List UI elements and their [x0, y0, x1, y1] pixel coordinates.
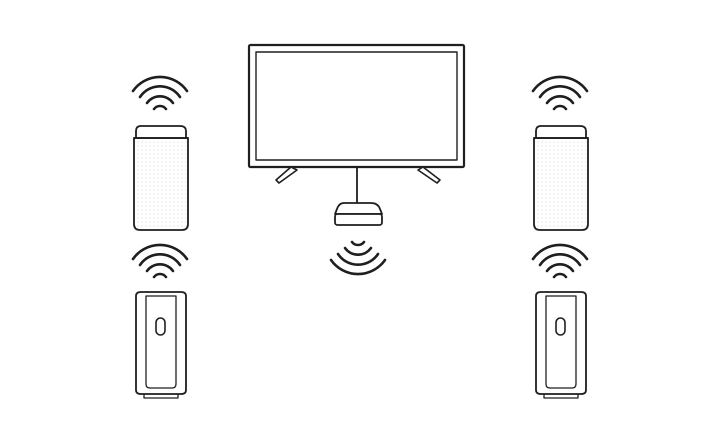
speaker-rear-port	[155, 317, 166, 336]
speaker-body	[133, 137, 189, 231]
speaker-rear-panel	[145, 295, 177, 389]
wireless-signal-icon	[329, 240, 387, 276]
speaker-rear-panel	[545, 295, 577, 389]
speaker-rear-feet	[543, 393, 579, 399]
wireless-signal-icon	[131, 75, 189, 111]
tv-icon	[247, 43, 466, 204]
speaker-rear-feet	[143, 393, 179, 399]
speaker-rear-icon	[535, 291, 587, 399]
hub-body	[334, 213, 383, 226]
speaker-body	[533, 137, 589, 231]
hub-top	[334, 202, 383, 215]
tv-stand-right	[417, 166, 441, 184]
speaker-top-cap	[535, 125, 587, 139]
tv-stand-left	[275, 166, 298, 184]
tv-screen	[255, 51, 458, 161]
wireless-signal-icon	[531, 75, 589, 111]
wireless-hub-icon	[334, 202, 383, 226]
speaker-front-icon	[133, 125, 189, 231]
speaker-rear-port	[555, 317, 566, 336]
speaker-top-cap	[135, 125, 187, 139]
wireless-signal-icon	[531, 243, 589, 279]
speaker-rear-icon	[135, 291, 187, 399]
speaker-front-icon	[533, 125, 589, 231]
wireless-signal-icon	[131, 243, 189, 279]
